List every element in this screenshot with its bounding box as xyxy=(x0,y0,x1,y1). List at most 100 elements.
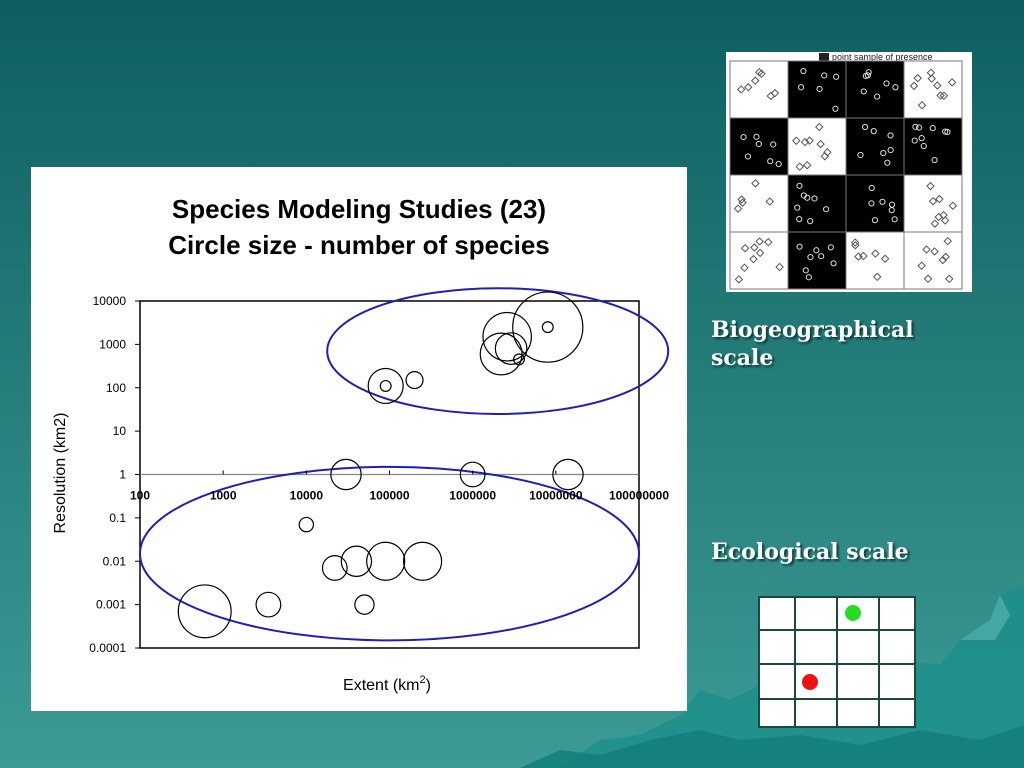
map-cell xyxy=(903,174,963,233)
map-sample-point xyxy=(859,251,868,261)
map-sample-point xyxy=(751,76,760,85)
x-tick-label: 10000 xyxy=(290,489,324,503)
data-point xyxy=(366,541,406,581)
data-point xyxy=(482,311,532,362)
map-sample-point xyxy=(933,81,942,90)
ecological-ellipse xyxy=(139,465,640,642)
map-sample-point xyxy=(796,243,803,250)
map-sample-point xyxy=(796,216,803,223)
map-sample-point xyxy=(796,182,803,189)
data-point xyxy=(479,332,523,376)
data-point xyxy=(379,379,392,392)
data-point xyxy=(354,594,375,615)
map-sample-point xyxy=(740,243,750,253)
x-axis-label-main: Extent (km xyxy=(343,677,419,694)
data-point xyxy=(330,458,362,491)
map-sample-point xyxy=(734,275,744,284)
y-tick-label: 0.001 xyxy=(96,598,126,612)
map-sample-point xyxy=(750,243,759,252)
data-point xyxy=(541,321,554,334)
x-tick-label: 100000000 xyxy=(609,489,669,503)
map-cell xyxy=(787,231,847,290)
x-tick-label: 100000 xyxy=(369,489,409,503)
map-cell xyxy=(903,60,963,119)
map-sample-point xyxy=(857,151,864,159)
map-sample-point xyxy=(891,216,898,223)
absence-dot xyxy=(802,674,818,690)
map-sample-point xyxy=(823,206,830,213)
map-header-text: point sample of presence xyxy=(832,52,933,62)
data-point xyxy=(512,291,584,363)
map-sample-point xyxy=(851,240,860,250)
map-sample-point xyxy=(775,160,782,168)
map-sample-point xyxy=(868,200,875,207)
map-sample-point xyxy=(888,207,895,214)
map-sample-point xyxy=(928,196,938,206)
map-sample-point xyxy=(744,82,753,92)
map-sample-point xyxy=(948,201,958,210)
map-sample-point xyxy=(920,142,927,150)
map-sample-point xyxy=(805,274,812,281)
map-sample-point xyxy=(917,101,927,110)
map-sample-point xyxy=(832,105,839,112)
map-sample-point xyxy=(868,184,875,192)
map-sample-point xyxy=(935,194,944,204)
x-axis-label-sup: 2 xyxy=(420,674,426,686)
map-sample-point xyxy=(927,74,937,83)
y-tick-label: 0.1 xyxy=(109,511,126,525)
map-cell xyxy=(787,174,847,233)
map-sample-point xyxy=(820,151,830,161)
map-sample-point xyxy=(871,249,880,258)
map-sample-point xyxy=(887,132,894,139)
map-sample-point xyxy=(766,91,776,101)
map-sample-point xyxy=(816,85,823,93)
map-sample-point xyxy=(915,124,923,131)
map-sample-point xyxy=(864,72,871,79)
map-sample-point xyxy=(818,253,825,260)
map-sample-point xyxy=(930,219,940,228)
map-sample-point xyxy=(945,274,954,284)
map-cell xyxy=(845,174,905,233)
map-sample-point xyxy=(749,254,758,264)
map-sample-point xyxy=(941,252,950,262)
map-sample-point xyxy=(931,156,938,164)
map-sample-point xyxy=(802,160,812,170)
map-sample-point xyxy=(887,146,894,154)
chart-title: Species Modeling Studies (23) Circle siz… xyxy=(31,191,687,263)
map-sample-point xyxy=(833,73,840,80)
map-sample-point xyxy=(738,198,747,207)
map-sample-point xyxy=(918,135,925,142)
ecological-scale-label: Ecological scale xyxy=(711,539,909,565)
map-sample-point xyxy=(736,85,746,94)
map-sample-point xyxy=(929,125,936,132)
map-sample-point xyxy=(792,136,801,145)
x-axis-label: Extent (km2) xyxy=(343,674,431,694)
map-sample-point xyxy=(775,262,784,272)
map-sample-point xyxy=(755,237,764,246)
map-sample-point xyxy=(794,204,801,211)
map-sample-point xyxy=(923,274,933,284)
map-sample-point xyxy=(942,128,949,135)
map-sample-point xyxy=(740,263,749,272)
map-sample-point xyxy=(865,69,872,76)
data-point xyxy=(494,332,528,365)
map-sample-point xyxy=(884,159,891,166)
map-sample-point xyxy=(926,68,936,77)
chart-title-line-1: Species Modeling Studies (23) xyxy=(171,194,547,224)
map-sample-point xyxy=(917,261,926,270)
data-point xyxy=(512,353,525,366)
map-sample-point xyxy=(892,84,899,91)
map-cell xyxy=(729,231,789,290)
chart-panel: Species Modeling Studies (23) Circle siz… xyxy=(31,167,687,711)
data-point xyxy=(340,545,373,577)
map-sample-point xyxy=(797,84,805,91)
y-tick-label: 1000 xyxy=(99,337,126,351)
map-sample-point xyxy=(816,139,825,149)
map-sample-point xyxy=(811,195,818,202)
x-tick-label: 1000 xyxy=(210,489,237,503)
data-point xyxy=(459,461,486,488)
data-point xyxy=(321,555,348,581)
x-axis-label-end: ) xyxy=(426,677,431,694)
map-sample-point xyxy=(913,73,922,83)
